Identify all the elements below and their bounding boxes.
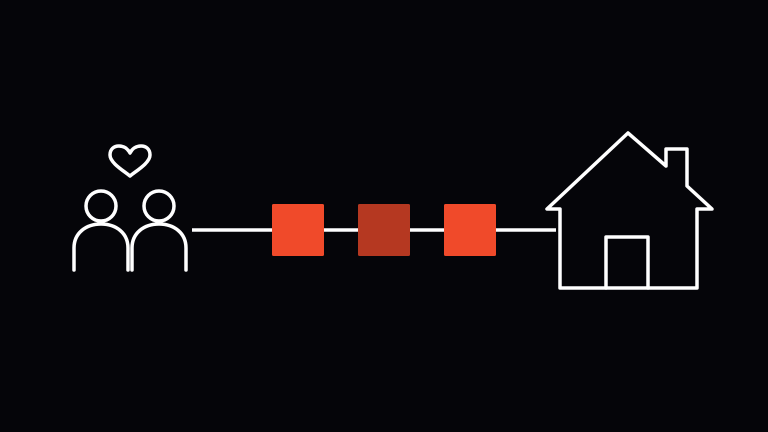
step-block-2 bbox=[358, 204, 410, 256]
person-right-body-icon bbox=[130, 222, 188, 272]
person-left-head-icon bbox=[84, 189, 118, 223]
couple-with-heart-icon bbox=[72, 144, 188, 272]
step-block-1 bbox=[272, 204, 324, 256]
heart-icon bbox=[108, 144, 152, 178]
person-left-body-icon bbox=[72, 222, 130, 272]
house-icon bbox=[545, 131, 714, 290]
steps-group bbox=[272, 204, 496, 256]
house-door-icon bbox=[604, 235, 650, 290]
house-outline-icon bbox=[545, 131, 714, 290]
step-block-3 bbox=[444, 204, 496, 256]
person-right-head-icon bbox=[142, 189, 176, 223]
